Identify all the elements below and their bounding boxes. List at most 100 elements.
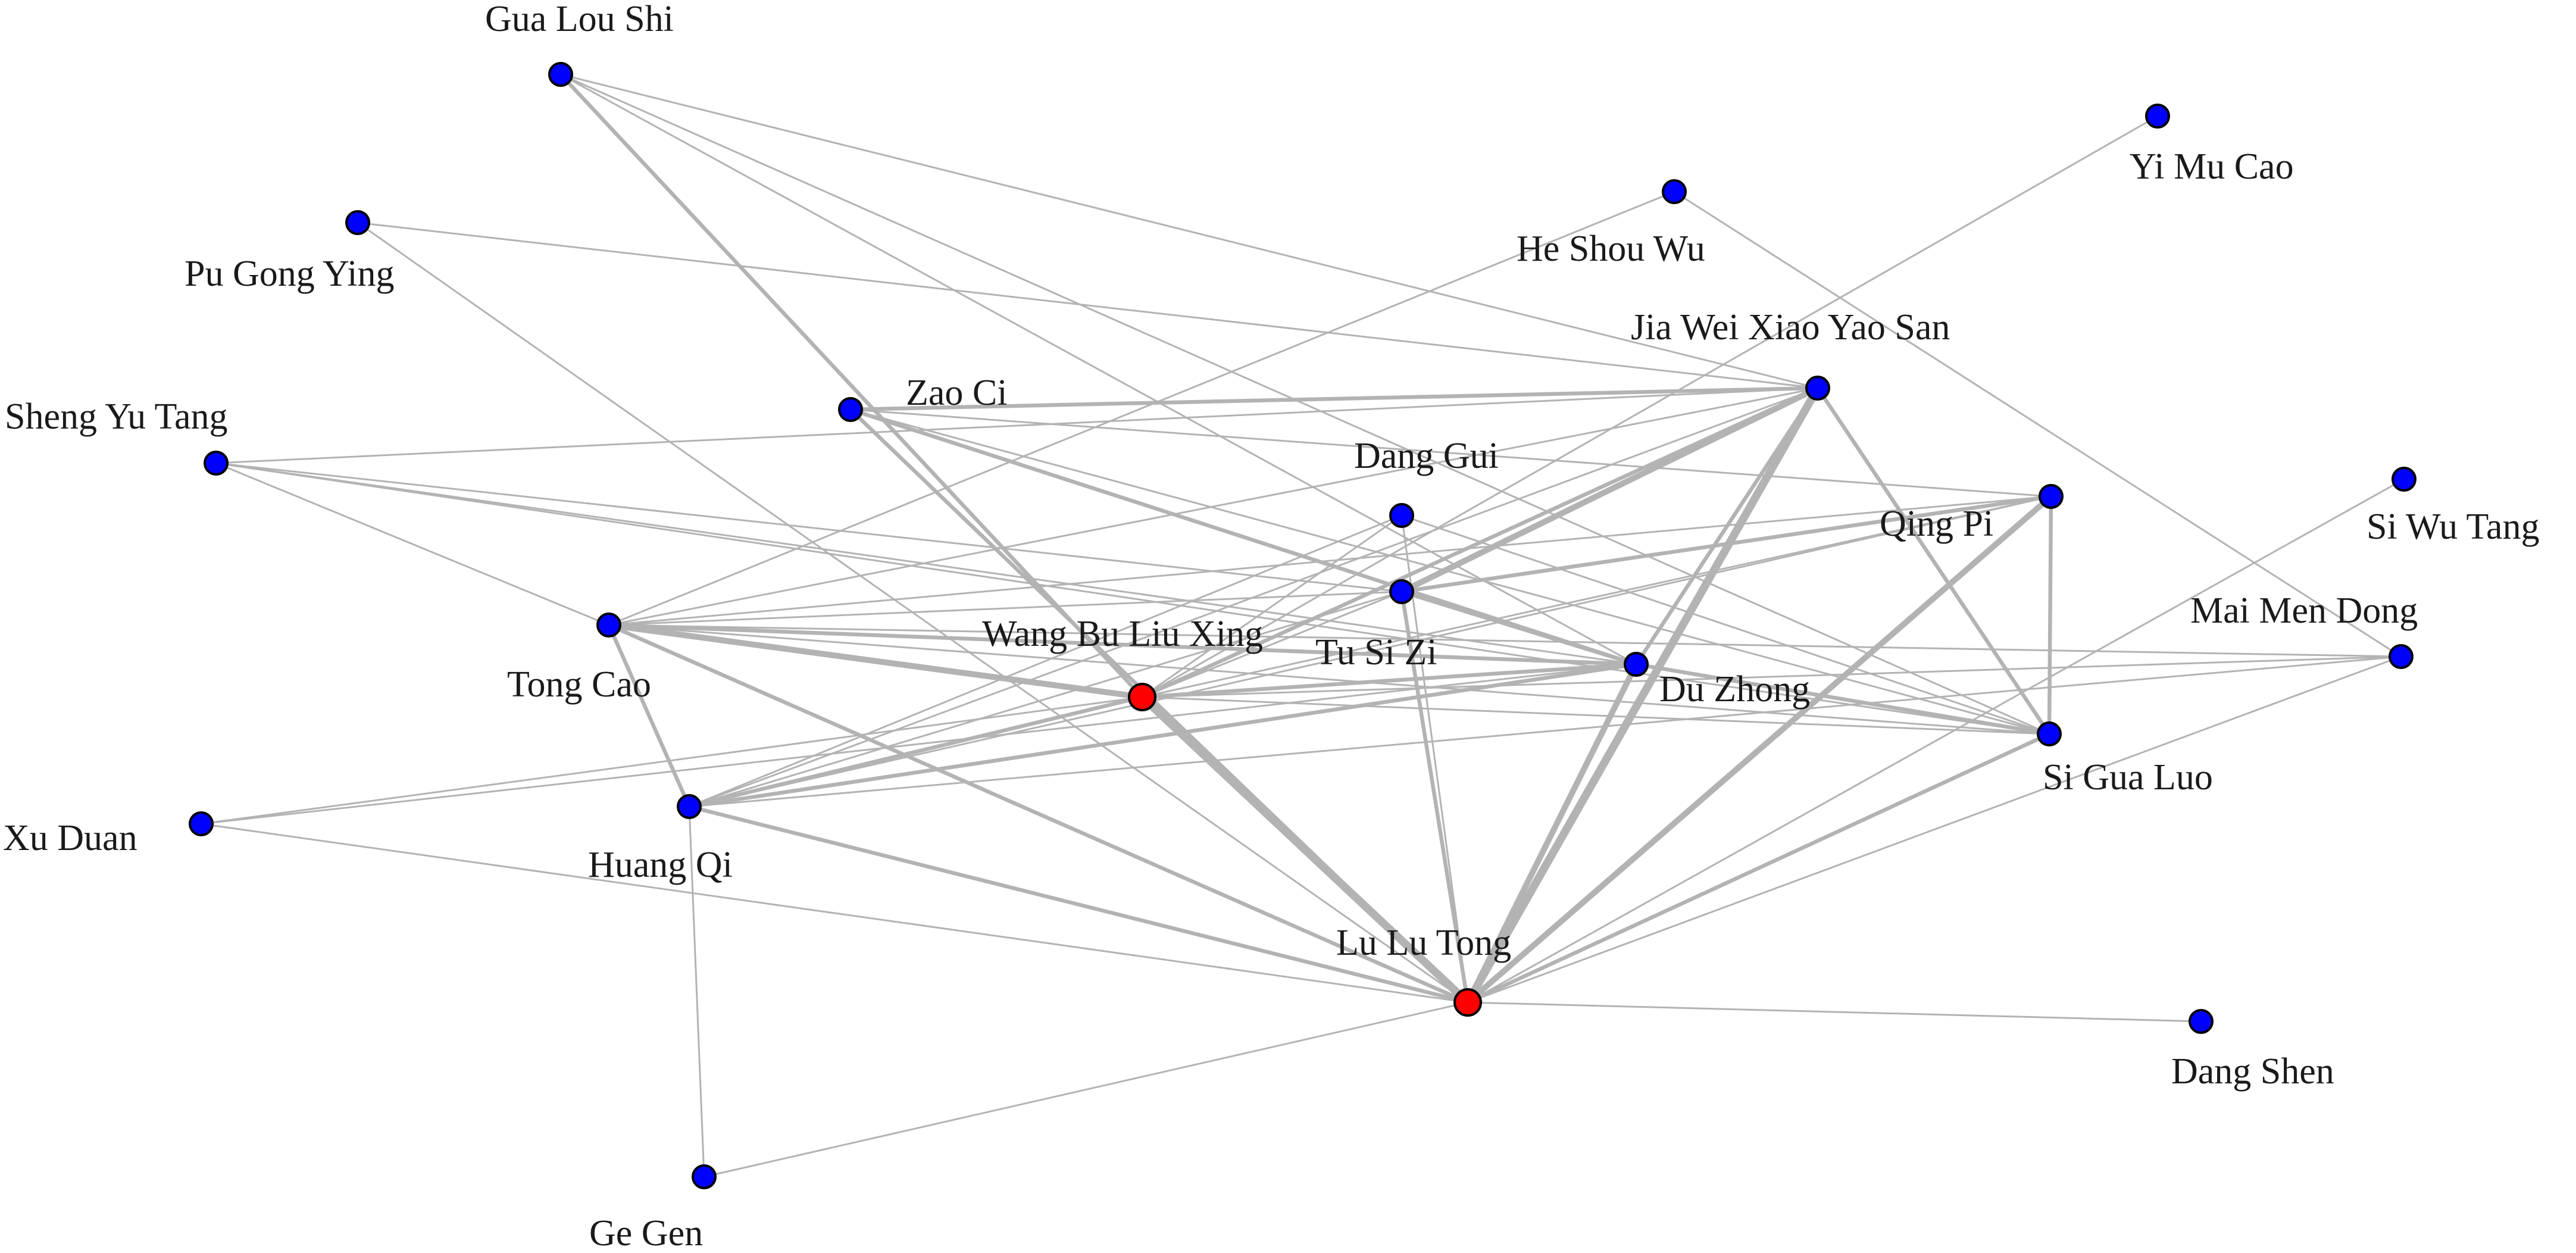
edge-sheng-yu-tang-tu-si-zi bbox=[215, 462, 1403, 593]
node-yi-mu-cao bbox=[2145, 104, 2170, 129]
node-pu-gong-ying bbox=[345, 210, 370, 235]
edge-tu-si-zi-huang-qi bbox=[688, 590, 1403, 808]
edge-jia-wei-xiao-yao-san-lu-lu-tong bbox=[1464, 384, 1822, 1007]
node-jia-wei-xiao-yao-san bbox=[1805, 376, 1830, 401]
label-yi-mu-cao: Yi Mu Cao bbox=[2130, 146, 2294, 187]
node-huang-qi bbox=[677, 794, 702, 819]
edge-jia-wei-xiao-yao-san-tu-si-zi bbox=[1399, 385, 1821, 595]
edge-du-zhong-xu-duan bbox=[200, 663, 1637, 825]
node-he-shou-wu bbox=[1662, 179, 1687, 204]
edge-dang-gui-wang-bu-liu-xing bbox=[1141, 514, 1403, 698]
edge-wang-bu-liu-xing-xu-duan bbox=[200, 696, 1143, 825]
node-zao-ci bbox=[838, 397, 863, 422]
edge-gua-lou-shi-si-gua-luo bbox=[559, 73, 2050, 735]
label-tu-si-zi: Tu Si Zi bbox=[1315, 632, 1437, 673]
edge-tu-si-zi-du-zhong bbox=[1399, 589, 1639, 667]
label-he-shou-wu: He Shou Wu bbox=[1517, 229, 1705, 269]
label-jia-wei-xiao-yao-san: Jia Wei Xiao Yao San bbox=[1631, 307, 1950, 348]
edge-tu-si-zi-wang-bu-liu-xing bbox=[1141, 590, 1403, 698]
edge-sheng-yu-tang-tong-cao bbox=[215, 462, 610, 626]
edge-gua-lou-shi-wang-bu-liu-xing bbox=[558, 72, 1145, 699]
edge-tong-cao-du-zhong bbox=[607, 623, 1639, 667]
node-du-zhong bbox=[1624, 652, 1649, 677]
node-ge-gen bbox=[692, 1164, 717, 1189]
edge-wang-bu-liu-xing-lu-lu-tong bbox=[1138, 693, 1472, 1007]
edge-pu-gong-ying-jia-wei-xiao-yao-san bbox=[357, 221, 1819, 389]
label-lu-lu-tong: Lu Lu Tong bbox=[1336, 923, 1511, 963]
node-xu-duan bbox=[189, 811, 214, 836]
edge-tong-cao-si-gua-luo bbox=[608, 624, 2050, 735]
label-pu-gong-ying: Pu Gong Ying bbox=[185, 254, 395, 294]
edge-lu-lu-tong-ge-gen bbox=[703, 1001, 1469, 1178]
edge-wang-bu-liu-xing-mai-men-dong bbox=[1141, 655, 2402, 698]
node-si-gua-luo bbox=[2037, 721, 2062, 746]
label-sheng-yu-tang: Sheng Yu Tang bbox=[5, 396, 228, 437]
edge-qing-pi-tu-si-zi bbox=[1399, 494, 2053, 594]
label-dang-gui: Dang Gui bbox=[1354, 436, 1499, 476]
label-si-wu-tang: Si Wu Tang bbox=[2366, 507, 2540, 547]
edge-si-wu-tang-lu-lu-tong bbox=[1467, 478, 2405, 1004]
edge-sheng-yu-tang-si-gua-luo bbox=[215, 462, 2050, 735]
edge-mai-men-dong-lu-lu-tong bbox=[1467, 655, 2402, 1004]
edge-du-zhong-si-gua-luo bbox=[1634, 662, 2052, 736]
edge-qing-pi-huang-qi bbox=[688, 495, 2052, 808]
label-xu-duan: Xu Duan bbox=[3, 818, 137, 858]
node-dang-gui bbox=[1389, 503, 1414, 528]
edge-du-zhong-lu-lu-tong bbox=[1465, 661, 1639, 1005]
node-lu-lu-tong bbox=[1453, 988, 1482, 1017]
edge-tu-si-zi-tong-cao bbox=[608, 590, 1403, 626]
edge-sheng-yu-tang-jia-wei-xiao-yao-san bbox=[215, 387, 1819, 464]
edge-zao-ci-si-gua-luo bbox=[849, 408, 2050, 735]
node-tong-cao bbox=[596, 613, 621, 638]
node-wang-bu-liu-xing bbox=[1128, 683, 1156, 711]
edge-tong-cao-huang-qi bbox=[607, 623, 692, 809]
edge-yi-mu-cao-wang-bu-liu-xing bbox=[1141, 115, 2159, 698]
edge-zao-ci-jia-wei-xiao-yao-san bbox=[848, 386, 1820, 412]
edge-zao-ci-qing-pi bbox=[849, 408, 2052, 498]
label-gua-lou-shi: Gua Lou Shi bbox=[485, 0, 674, 39]
label-zao-ci: Zao Ci bbox=[906, 373, 1007, 413]
edge-he-shou-wu-mai-men-dong bbox=[1673, 190, 2402, 658]
node-qing-pi bbox=[2039, 484, 2064, 509]
edge-tu-si-zi-lu-lu-tong bbox=[1399, 589, 1470, 1005]
edge-huang-qi-ge-gen bbox=[688, 805, 705, 1178]
edge-wang-bu-liu-xing-du-zhong bbox=[1140, 662, 1639, 699]
node-dang-shen bbox=[2189, 1009, 2214, 1034]
edge-jia-wei-xiao-yao-san-tong-cao bbox=[608, 387, 1819, 626]
edge-wang-bu-liu-xing-huang-qi bbox=[687, 695, 1145, 809]
label-du-zhong: Du Zhong bbox=[1659, 669, 1810, 710]
edge-wang-bu-liu-xing-si-gua-luo bbox=[1141, 696, 2050, 735]
edge-he-shou-wu-tong-cao bbox=[608, 190, 1675, 626]
edge-qing-pi-tong-cao bbox=[608, 495, 2052, 626]
node-mai-men-dong bbox=[2389, 644, 2414, 669]
edge-lu-lu-tong-dang-shen bbox=[1467, 1001, 2202, 1023]
label-qing-pi: Qing Pi bbox=[1880, 504, 1993, 544]
edge-jia-wei-xiao-yao-san-si-gua-luo bbox=[1815, 386, 2052, 736]
node-tu-si-zi bbox=[1389, 579, 1414, 604]
label-tong-cao: Tong Cao bbox=[507, 664, 651, 705]
node-si-wu-tang bbox=[2391, 467, 2416, 492]
edge-layer bbox=[200, 72, 2405, 1178]
edge-gua-lou-shi-jia-wei-xiao-yao-san bbox=[559, 73, 1819, 389]
edge-qing-pi-lu-lu-tong bbox=[1465, 493, 2054, 1005]
edge-huang-qi-lu-lu-tong bbox=[687, 804, 1470, 1005]
node-layer bbox=[189, 62, 2416, 1189]
edge-gua-lou-shi-du-zhong bbox=[559, 73, 1637, 665]
node-gua-lou-shi bbox=[548, 62, 573, 87]
edge-tong-cao-lu-lu-tong bbox=[607, 623, 1470, 1005]
edge-qing-pi-si-gua-luo bbox=[2047, 494, 2053, 736]
label-wang-bu-liu-xing: Wang Bu Liu Xing bbox=[982, 614, 1263, 654]
edge-dang-gui-huang-qi bbox=[688, 514, 1403, 808]
label-mai-men-dong: Mai Men Dong bbox=[2190, 590, 2418, 631]
edge-mai-men-dong-huang-qi bbox=[688, 655, 2402, 808]
label-dang-shen: Dang Shen bbox=[2171, 1051, 2334, 1092]
node-sheng-yu-tang bbox=[204, 451, 229, 476]
edge-tong-cao-wang-bu-liu-xing bbox=[606, 622, 1145, 700]
edge-si-gua-luo-lu-lu-tong bbox=[1465, 732, 2052, 1005]
label-si-gua-luo: Si Gua Luo bbox=[2043, 757, 2213, 798]
label-huang-qi: Huang Qi bbox=[588, 845, 733, 885]
edge-xu-duan-lu-lu-tong bbox=[200, 823, 1469, 1004]
label-ge-gen: Ge Gen bbox=[589, 1213, 703, 1253]
